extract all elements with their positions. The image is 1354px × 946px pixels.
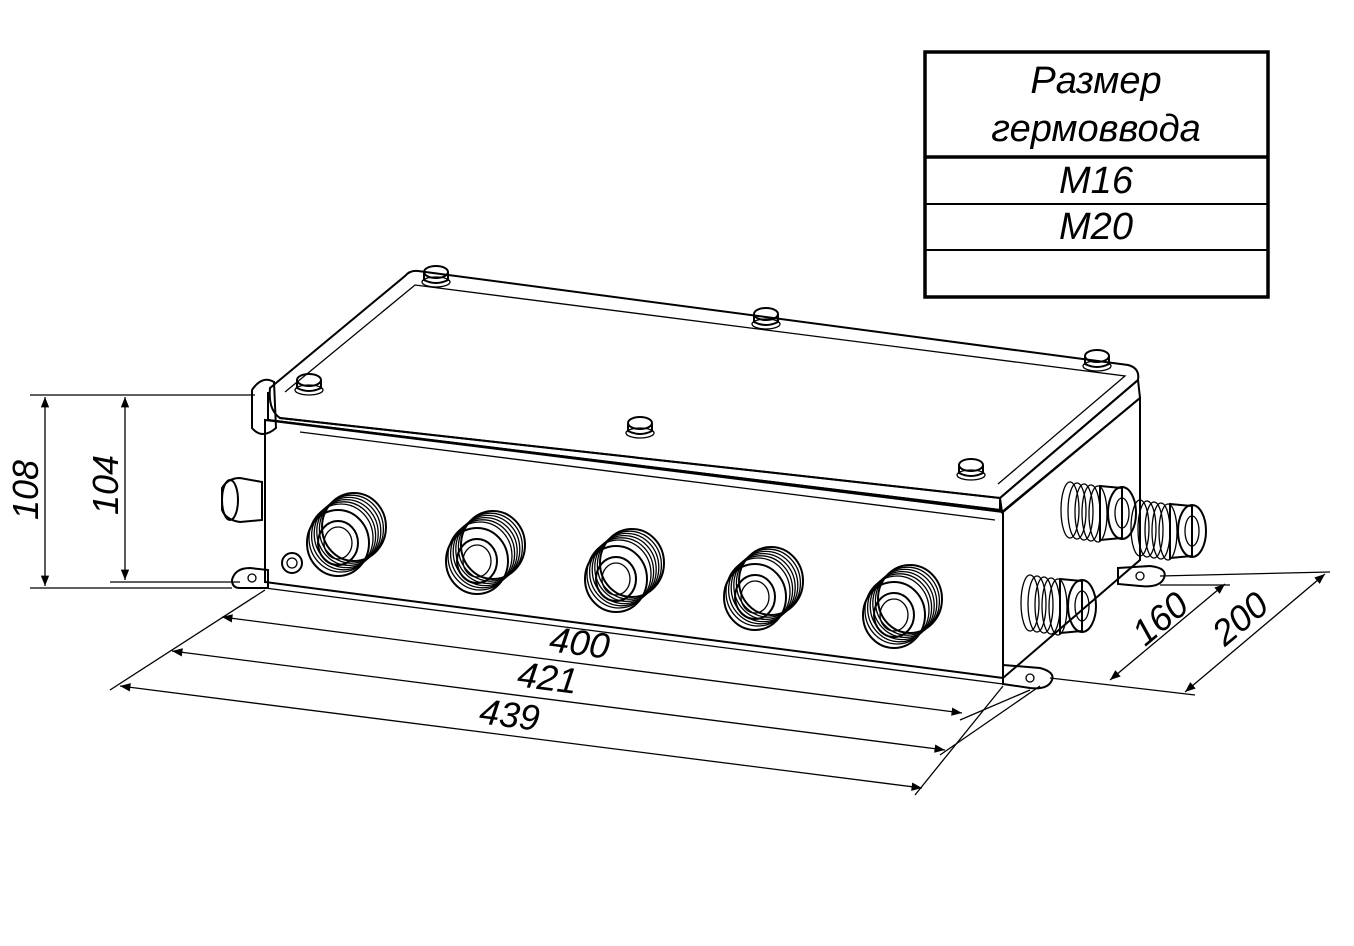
- table-cell-m20: M20: [1059, 206, 1133, 248]
- dim-400-label: 400: [547, 618, 612, 666]
- dim-439-label: 439: [477, 690, 542, 738]
- front-cable-gland: [445, 510, 526, 595]
- side-cable-gland: [1130, 499, 1207, 561]
- table-header-line1: Размер: [1030, 60, 1161, 102]
- front-cable-glands: [306, 492, 943, 649]
- lid-bolt: [751, 307, 781, 330]
- dim-200-line: [1184, 573, 1326, 693]
- dim-439-line: [119, 683, 923, 791]
- mounting-foot-right: [1002, 663, 1054, 690]
- front-cable-gland: [862, 564, 943, 649]
- lid-bolts: [294, 265, 1112, 481]
- box-body-side: [1002, 395, 1141, 681]
- mounting-foot-rear: [1117, 564, 1166, 588]
- left-plug-end: [221, 479, 239, 521]
- lid-gasket-line: [299, 431, 996, 521]
- ext-line-length-right-mid: [939, 685, 1041, 756]
- left-side-plug: [221, 476, 263, 524]
- side-cable-gland: [1060, 481, 1137, 543]
- lid-bolt: [421, 265, 451, 288]
- lid-bolt: [1082, 349, 1112, 372]
- table-cell-m16: M16: [1059, 160, 1134, 202]
- ground-bolt: [281, 552, 303, 574]
- dim-108-label: 108: [5, 460, 46, 520]
- foot-hole-rear: [1135, 571, 1145, 581]
- box-lid-top: [268, 269, 1140, 500]
- side-cable-glands: [1020, 481, 1207, 636]
- ext-line-length-right-outer: [914, 685, 1004, 796]
- junction-box: [221, 269, 1166, 690]
- ext-line-length-left: [109, 589, 266, 691]
- side-cable-gland: [1020, 574, 1097, 636]
- dim-160-label: 160: [1124, 583, 1196, 653]
- ext-line-depth-front: [1049, 677, 1196, 696]
- dim-421-label: 421: [515, 653, 580, 701]
- lid-bolt: [625, 416, 655, 439]
- table-header-line2: гермоввода: [991, 108, 1200, 150]
- ext-line-depth-rear: [1159, 571, 1331, 577]
- foot-hole-left: [247, 573, 257, 583]
- table-frame: [923, 50, 1270, 299]
- front-cable-gland: [584, 528, 665, 613]
- lid-bolt: [956, 458, 986, 481]
- dimension-lines: 108 104 400 421 439 160 200: [5, 394, 1331, 796]
- dim-104-label: 104: [85, 455, 126, 515]
- gland-size-table: Размер гермоввода M16 M20: [923, 50, 1270, 299]
- box-lid-edge: [284, 284, 1127, 485]
- front-cable-gland: [723, 546, 804, 631]
- mounting-foot-left: [230, 566, 269, 589]
- box-lid-skirt: [267, 392, 1001, 512]
- ext-line-length-right-inner: [959, 689, 1031, 721]
- ground-bolt-center: [286, 557, 298, 569]
- foot-hole-right: [1025, 673, 1035, 683]
- front-cable-gland: [306, 492, 387, 577]
- left-side-latch: [251, 378, 278, 435]
- lid-bolt: [294, 373, 324, 396]
